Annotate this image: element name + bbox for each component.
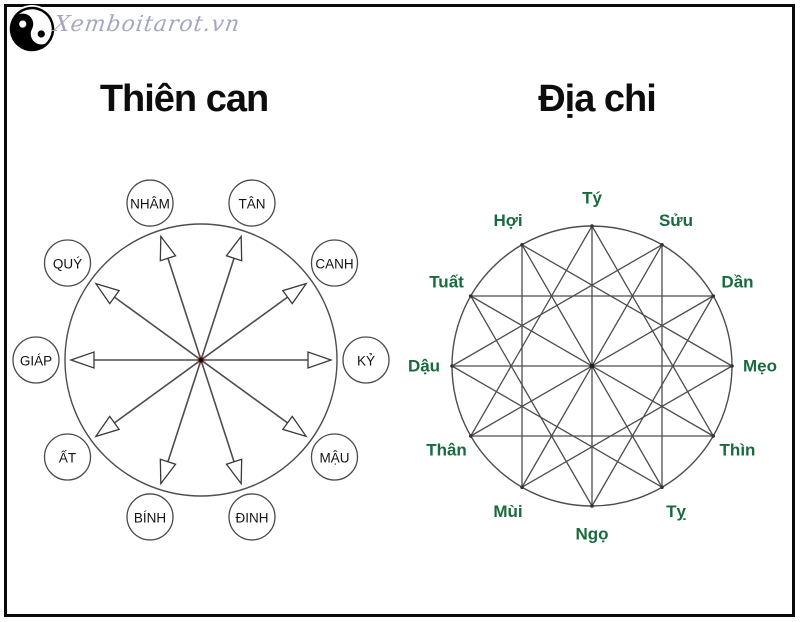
- tam-hop-line-ty-dau: [451, 365, 663, 488]
- thien-can-diagram: TÂN CANH KỶ MẬU ĐINH BÍNH ẤT GIÁP QUÝ NHÂM: [12, 179, 390, 541]
- stem-node-dinh: ĐINH: [228, 493, 276, 541]
- branch-vertex-ty: [660, 485, 664, 490]
- stem-node-mau: MẬU: [310, 433, 359, 481]
- tam-hop-line-meo-mui: [521, 365, 733, 488]
- branch-vertex-tuat: [468, 294, 473, 298]
- stem-node-circle-tan: [228, 179, 276, 227]
- arrowhead-toward-canh: [281, 282, 308, 305]
- arrowhead-toward-mau: [281, 415, 308, 438]
- stem-node-canh: CANH: [310, 239, 359, 287]
- branch-label-thin: Thìn: [720, 441, 756, 460]
- stem-node-circle-dinh: [228, 493, 276, 541]
- branch-label-suu: Sửu: [659, 211, 693, 230]
- branch-label-than: Thân: [426, 441, 467, 460]
- stem-label-quy: QUÝ: [53, 257, 82, 272]
- stem-label-dinh: ĐINH: [235, 510, 268, 525]
- branch-vertex-mui: [520, 485, 524, 490]
- branch-label-dan: Dần: [721, 273, 753, 292]
- branch-vertex-meo: [730, 364, 734, 368]
- stem-node-circle-at: [43, 433, 92, 481]
- stem-node-binh: BÍNH: [126, 493, 174, 541]
- tam-hop-line-ngo-tuat: [470, 295, 593, 507]
- stem-node-quy: QUÝ: [43, 239, 92, 287]
- branch-label-ty: Tý: [582, 189, 602, 208]
- tam-hop-line-ty-thin: [591, 225, 714, 437]
- stem-label-mau: MẬU: [319, 450, 349, 465]
- branch-label-dau: Dậu: [408, 357, 440, 376]
- arrowhead-toward-giap: [69, 351, 95, 369]
- stem-label-canh: CANH: [315, 257, 353, 272]
- stem-label-giap: GIÁP: [20, 354, 52, 369]
- branch-label-ty: Tỵ: [666, 502, 686, 521]
- stem-node-circle-canh: [310, 239, 359, 287]
- arrowhead-toward-ky: [307, 351, 333, 369]
- stem-node-at: ẤT: [43, 433, 92, 481]
- stem-label-nham: NHÂM: [130, 197, 170, 212]
- yin-yang-logo-icon: [8, 5, 56, 53]
- stem-label-at: ẤT: [59, 450, 76, 465]
- thien-can-circle: [64, 223, 338, 497]
- arrowhead-toward-at: [94, 415, 121, 438]
- stem-node-circle-quy: [43, 239, 92, 287]
- stem-node-nham: NHÂM: [126, 179, 174, 227]
- stem-label-ky: KỶ: [357, 354, 375, 369]
- heading-dia-chi: Địa chi: [538, 78, 657, 120]
- branch-vertex-thin: [711, 434, 716, 438]
- branch-label-mui: Mùi: [493, 502, 522, 521]
- arrowhead-toward-binh: [159, 458, 177, 486]
- stem-node-circle-giap: [12, 336, 60, 384]
- tam-hop-line-hoi-meo: [521, 244, 733, 367]
- arrowhead-toward-tan: [225, 234, 243, 262]
- branch-vertex-ty: [590, 224, 594, 228]
- stem-node-circle-ky: [342, 336, 390, 384]
- center-dot: [198, 357, 204, 363]
- stem-label-binh: BÍNH: [134, 510, 166, 525]
- arrowhead-toward-quy: [94, 282, 121, 305]
- branch-vertex-than: [468, 434, 473, 438]
- stem-node-giap: GIÁP: [12, 336, 60, 384]
- branch-label-meo: Mẹo: [743, 357, 777, 376]
- arrowhead-toward-dinh: [225, 458, 243, 486]
- stem-node-circle-nham: [126, 179, 174, 227]
- tam-hop-line-dau-suu: [451, 244, 663, 367]
- tam-hop-line-than-ty: [470, 225, 593, 437]
- dia-chi-center-dot: [589, 363, 595, 369]
- branch-vertex-hoi: [520, 242, 524, 247]
- stem-node-ky: KỶ: [342, 336, 390, 384]
- branch-label-hoi: Hợi: [493, 211, 522, 230]
- branch-vertex-suu: [660, 242, 664, 247]
- tam-hop-line-dan-ngo: [591, 295, 714, 507]
- branch-vertex-dan: [711, 294, 716, 298]
- branch-vertex-ngo: [590, 504, 594, 508]
- stem-node-circle-binh: [126, 493, 174, 541]
- branch-vertex-dau: [450, 364, 454, 368]
- stem-node-circle-mau: [310, 433, 359, 481]
- heading-thien-can: Thiên can: [99, 78, 269, 120]
- branch-label-tuat: Tuất: [429, 273, 464, 292]
- arrowhead-toward-nham: [159, 234, 177, 262]
- stem-node-tan: TÂN: [228, 179, 276, 227]
- stem-label-tan: TÂN: [238, 197, 265, 212]
- branch-label-ngo: Ngọ: [575, 525, 608, 544]
